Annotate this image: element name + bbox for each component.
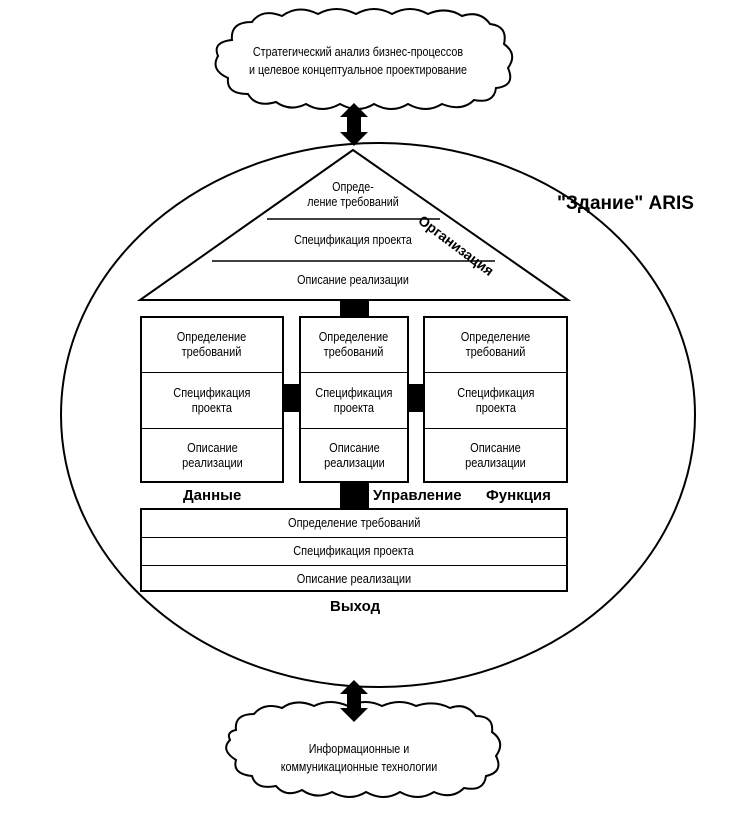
diagram-title: "Здание" ARIS: [557, 193, 694, 214]
function-level3: Описание реализации: [465, 441, 526, 470]
left-connector: [283, 384, 300, 412]
function-label: Функция: [486, 487, 551, 504]
bottom-cloud: [225, 701, 502, 798]
bottom-cloud-line1: Информационные и: [308, 742, 410, 756]
top-cloud-line2: и целевое концептуальное проектирование: [248, 63, 468, 77]
bottom-cloud-line2: коммуникационные технологии: [280, 760, 438, 774]
output-section: Определение требований Спецификация прое…: [140, 508, 568, 592]
double-arrow-icon: [340, 103, 368, 146]
output-label: Выход: [330, 598, 381, 615]
bottom-connector: [340, 481, 369, 511]
function-level2: Спецификация проекта: [456, 385, 535, 415]
roof-level1: Опреде- ление требований: [307, 180, 399, 209]
double-arrow-icon: [340, 680, 368, 722]
control-level3: Описание реализации: [323, 441, 385, 470]
control-level2: Спецификация проекта: [315, 385, 393, 415]
top-cloud: [214, 8, 514, 110]
control-column: Определение требований Спецификация прое…: [299, 316, 409, 483]
data-level2: Спецификация проекта: [173, 385, 251, 415]
right-connector: [407, 384, 424, 412]
control-level1: Определение требований: [319, 330, 389, 359]
aris-ellipse: [60, 142, 696, 688]
control-label: Управление: [373, 487, 462, 504]
roof-level2: Спецификация проекта: [294, 233, 412, 247]
roof-connector: [340, 300, 369, 317]
data-level1: Определение требований: [177, 330, 247, 359]
data-level3: Описание реализации: [181, 441, 243, 470]
top-cloud-line1: Стратегический анализ бизнес-процессов: [252, 45, 464, 59]
data-column: Определение требований Спецификация прое…: [140, 316, 284, 483]
output-level2: Спецификация проекта: [293, 544, 415, 558]
function-level1: Определение требований: [460, 330, 531, 359]
data-label: Данные: [183, 487, 242, 504]
roof-level3: Описание реализации: [297, 273, 409, 287]
function-column: Определение требований Спецификация прое…: [423, 316, 568, 483]
output-level1: Определение требований: [287, 516, 421, 530]
output-level3: Описание реализации: [296, 571, 412, 586]
